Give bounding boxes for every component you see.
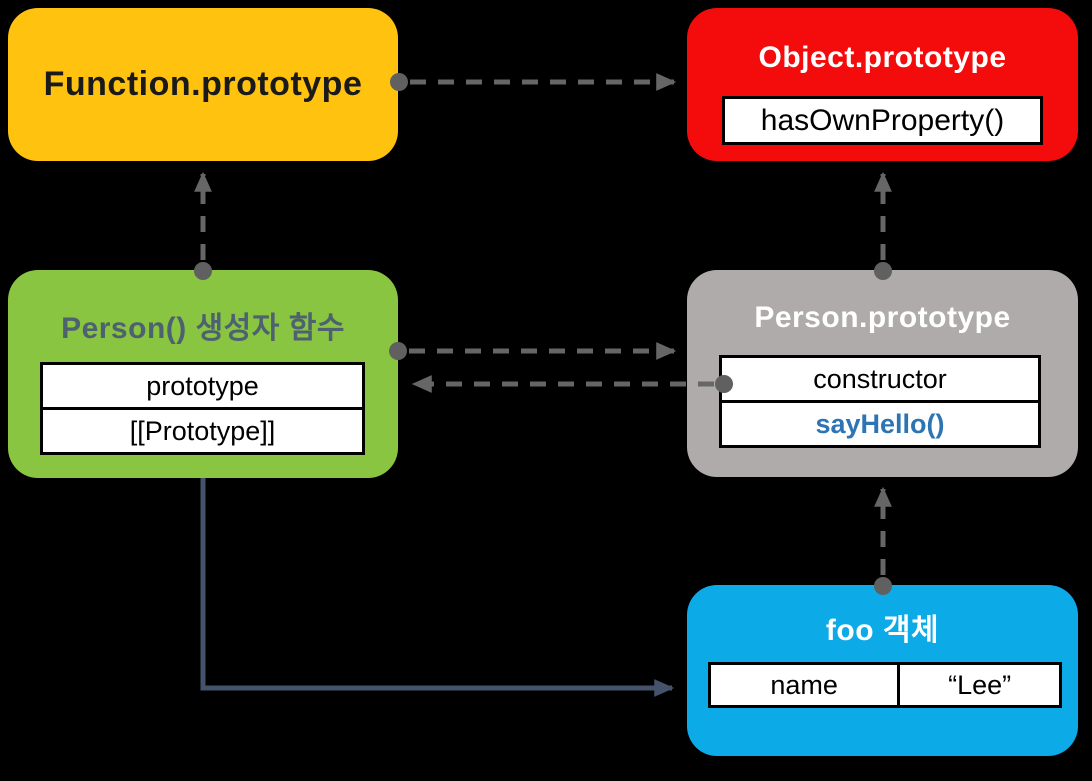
edge-person-creates-foo bbox=[200, 478, 675, 697]
foo-object-title: foo 객체 bbox=[825, 614, 940, 647]
person-prototype-title: Person.prototype bbox=[754, 301, 1011, 334]
member-sayhello: sayHello() bbox=[722, 400, 1038, 445]
person-prototype-table: constructor sayHello() bbox=[719, 355, 1041, 448]
member-internal-prototype: [[Prototype]] bbox=[43, 407, 362, 452]
function-prototype-box: Function.prototype bbox=[8, 8, 398, 161]
object-prototype-title: Object.prototype bbox=[758, 41, 1007, 74]
property-name-value: “Lee” bbox=[897, 665, 1059, 705]
foo-object-box: foo 객체 name “Lee” bbox=[687, 585, 1078, 756]
person-constructor-box: Person() 생성자 함수 prototype [[Prototype]] bbox=[8, 270, 398, 478]
property-row: name “Lee” bbox=[711, 665, 1059, 705]
member-hasownproperty: hasOwnProperty() bbox=[722, 96, 1043, 145]
property-name-key: name bbox=[770, 669, 838, 700]
person-prototype-box: Person.prototype constructor sayHello() bbox=[687, 270, 1078, 477]
function-prototype-title: Function.prototype bbox=[43, 65, 363, 103]
object-prototype-box: Object.prototype hasOwnProperty() bbox=[687, 8, 1078, 161]
person-constructor-table: prototype [[Prototype]] bbox=[40, 362, 365, 455]
person-constructor-title: Person() 생성자 함수 bbox=[61, 312, 345, 345]
member-prototype: prototype bbox=[146, 370, 259, 401]
foo-object-table: name “Lee” bbox=[708, 662, 1062, 708]
member-constructor: constructor bbox=[813, 363, 947, 394]
